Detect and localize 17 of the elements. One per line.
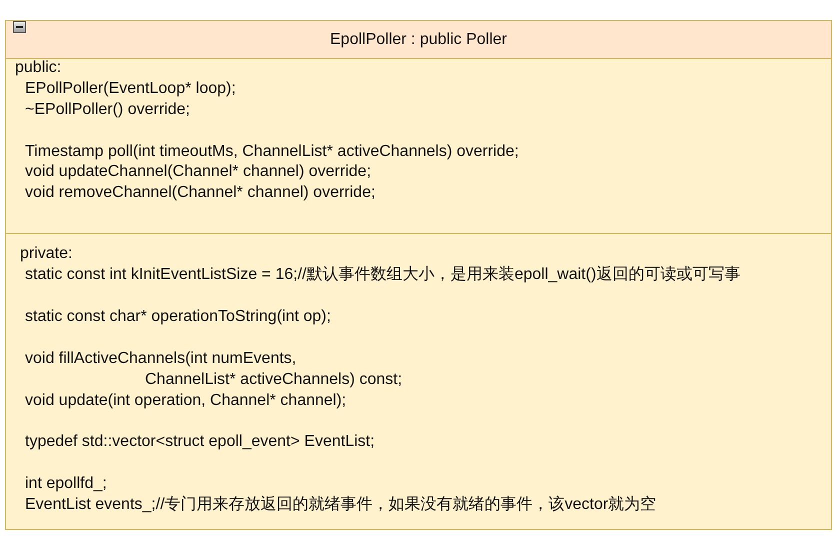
code-line: public: bbox=[15, 58, 62, 78]
code-line: void update(int operation, Channel* channel); bbox=[25, 391, 346, 411]
code-line: EventList events_;//专门用来存放返回的就绪事件，如果没有就绪的事件，该vector就为空 bbox=[25, 495, 656, 515]
class-header: EpollPoller : public Poller bbox=[6, 21, 831, 59]
code-line: void fillActiveChannels(int numEvents, bbox=[25, 349, 296, 369]
code-line: ~EPollPoller() override; bbox=[25, 100, 190, 120]
code-line: ChannelList* activeChannels) const; bbox=[145, 370, 402, 390]
code-line: Timestamp poll(int timeoutMs, ChannelList* activeChannels) override; bbox=[25, 142, 519, 162]
code-line: typedef std::vector<struct epoll_event> EventList; bbox=[25, 432, 375, 452]
code-line: void removeChannel(Channel* channel) override; bbox=[25, 183, 376, 203]
class-box bbox=[5, 20, 832, 530]
code-line: static const int kInitEventListSize = 16;//默认事件数组大小，是用来装epoll_wait()返回的可读或可写事 bbox=[25, 265, 740, 285]
code-line: void updateChannel(Channel* channel) override; bbox=[25, 162, 372, 182]
code-line: static const char* operationToString(int op); bbox=[25, 307, 331, 327]
code-line: EPollPoller(EventLoop* loop); bbox=[25, 79, 236, 99]
code-line: int epollfd_; bbox=[25, 474, 107, 494]
code-line: private: bbox=[20, 244, 72, 264]
